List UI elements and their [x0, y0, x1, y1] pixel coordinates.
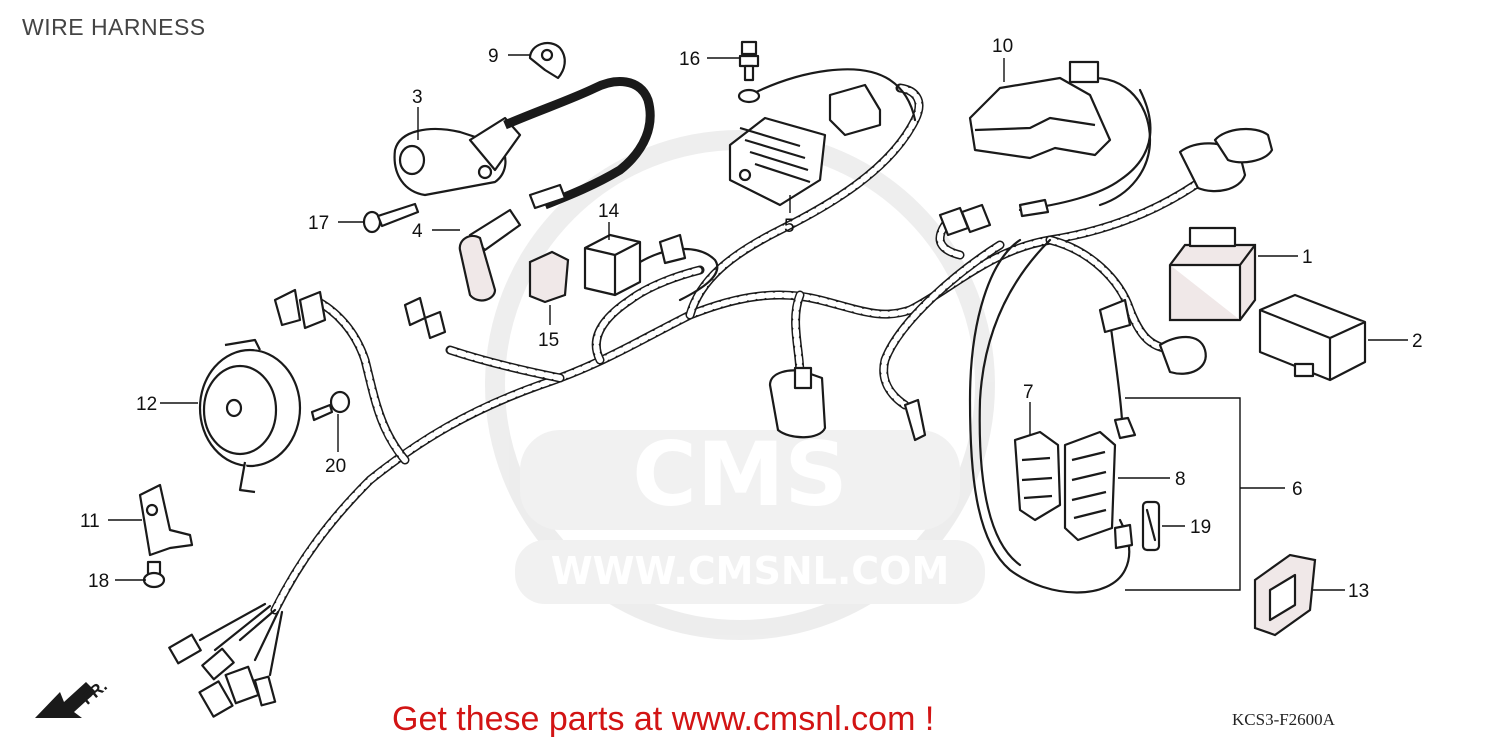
part-12-horn — [198, 338, 302, 494]
part-17-bolt — [362, 202, 420, 234]
callout-2: 2 — [1412, 331, 1423, 352]
part-14-relay — [583, 233, 642, 297]
callout-leaders — [108, 54, 1408, 591]
part-13-connector-cover — [1253, 553, 1317, 637]
callout-14: 14 — [598, 201, 620, 222]
part-16-bolt — [737, 40, 761, 104]
part-7-fuse-clip — [1013, 430, 1062, 522]
cms-watermark: CMS WWW.CMSNL.COM — [485, 130, 995, 640]
callout-labels: 1 2 3 4 5 6 7 8 9 10 11 12 13 14 15 16 1… — [80, 36, 1423, 602]
branch-connectors — [273, 127, 1274, 550]
part-15-connector — [528, 250, 570, 304]
callout-16: 16 — [679, 49, 700, 70]
part-5-regulator-rectifier — [728, 83, 882, 207]
part-3-ignition-coil — [393, 77, 655, 210]
callout-3: 3 — [412, 87, 423, 108]
part-11-horn-bracket — [138, 483, 194, 557]
watermark-url: WWW.CMSNL.COM — [551, 549, 950, 593]
front-direction-arrow: FR. — [35, 676, 111, 718]
callout-8: 8 — [1175, 469, 1186, 490]
part-6-fuse-box-group — [1125, 397, 1285, 591]
callout-1: 1 — [1302, 247, 1313, 268]
callout-11: 11 — [80, 511, 100, 532]
part-10-relay-unit — [968, 60, 1112, 160]
diagram-code: KCS3-F2600A — [1232, 710, 1335, 729]
callout-20: 20 — [325, 456, 346, 477]
callout-12: 12 — [136, 394, 157, 415]
callout-7: 7 — [1023, 382, 1034, 403]
callout-9: 9 — [488, 46, 499, 67]
part-9-wire-clamp — [528, 41, 566, 80]
callout-15: 15 — [538, 330, 559, 351]
promo-link[interactable]: Get these parts at www.cmsnl.com ! — [392, 700, 935, 738]
diagram-title: WIRE HARNESS — [22, 14, 206, 40]
part-20-bolt — [310, 390, 351, 422]
callout-18: 18 — [88, 571, 109, 592]
harness-end-connectors — [168, 602, 284, 718]
part-8-fuse-box — [1063, 430, 1117, 542]
part-19-fuse — [1141, 500, 1161, 552]
part-4-spark-plug-cap — [458, 208, 522, 302]
callout-4: 4 — [412, 221, 423, 242]
callout-17: 17 — [308, 213, 329, 234]
part-18-bolt — [142, 560, 166, 589]
part-2-control-unit — [1258, 293, 1367, 382]
callout-19: 19 — [1190, 517, 1211, 538]
callout-5: 5 — [784, 216, 795, 237]
callout-6: 6 — [1292, 479, 1303, 500]
callout-10: 10 — [992, 36, 1013, 57]
thin-wires — [638, 68, 1152, 594]
watermark-brand: CMS — [632, 423, 848, 526]
callout-13: 13 — [1348, 581, 1369, 602]
part-1-relay — [1168, 226, 1257, 322]
